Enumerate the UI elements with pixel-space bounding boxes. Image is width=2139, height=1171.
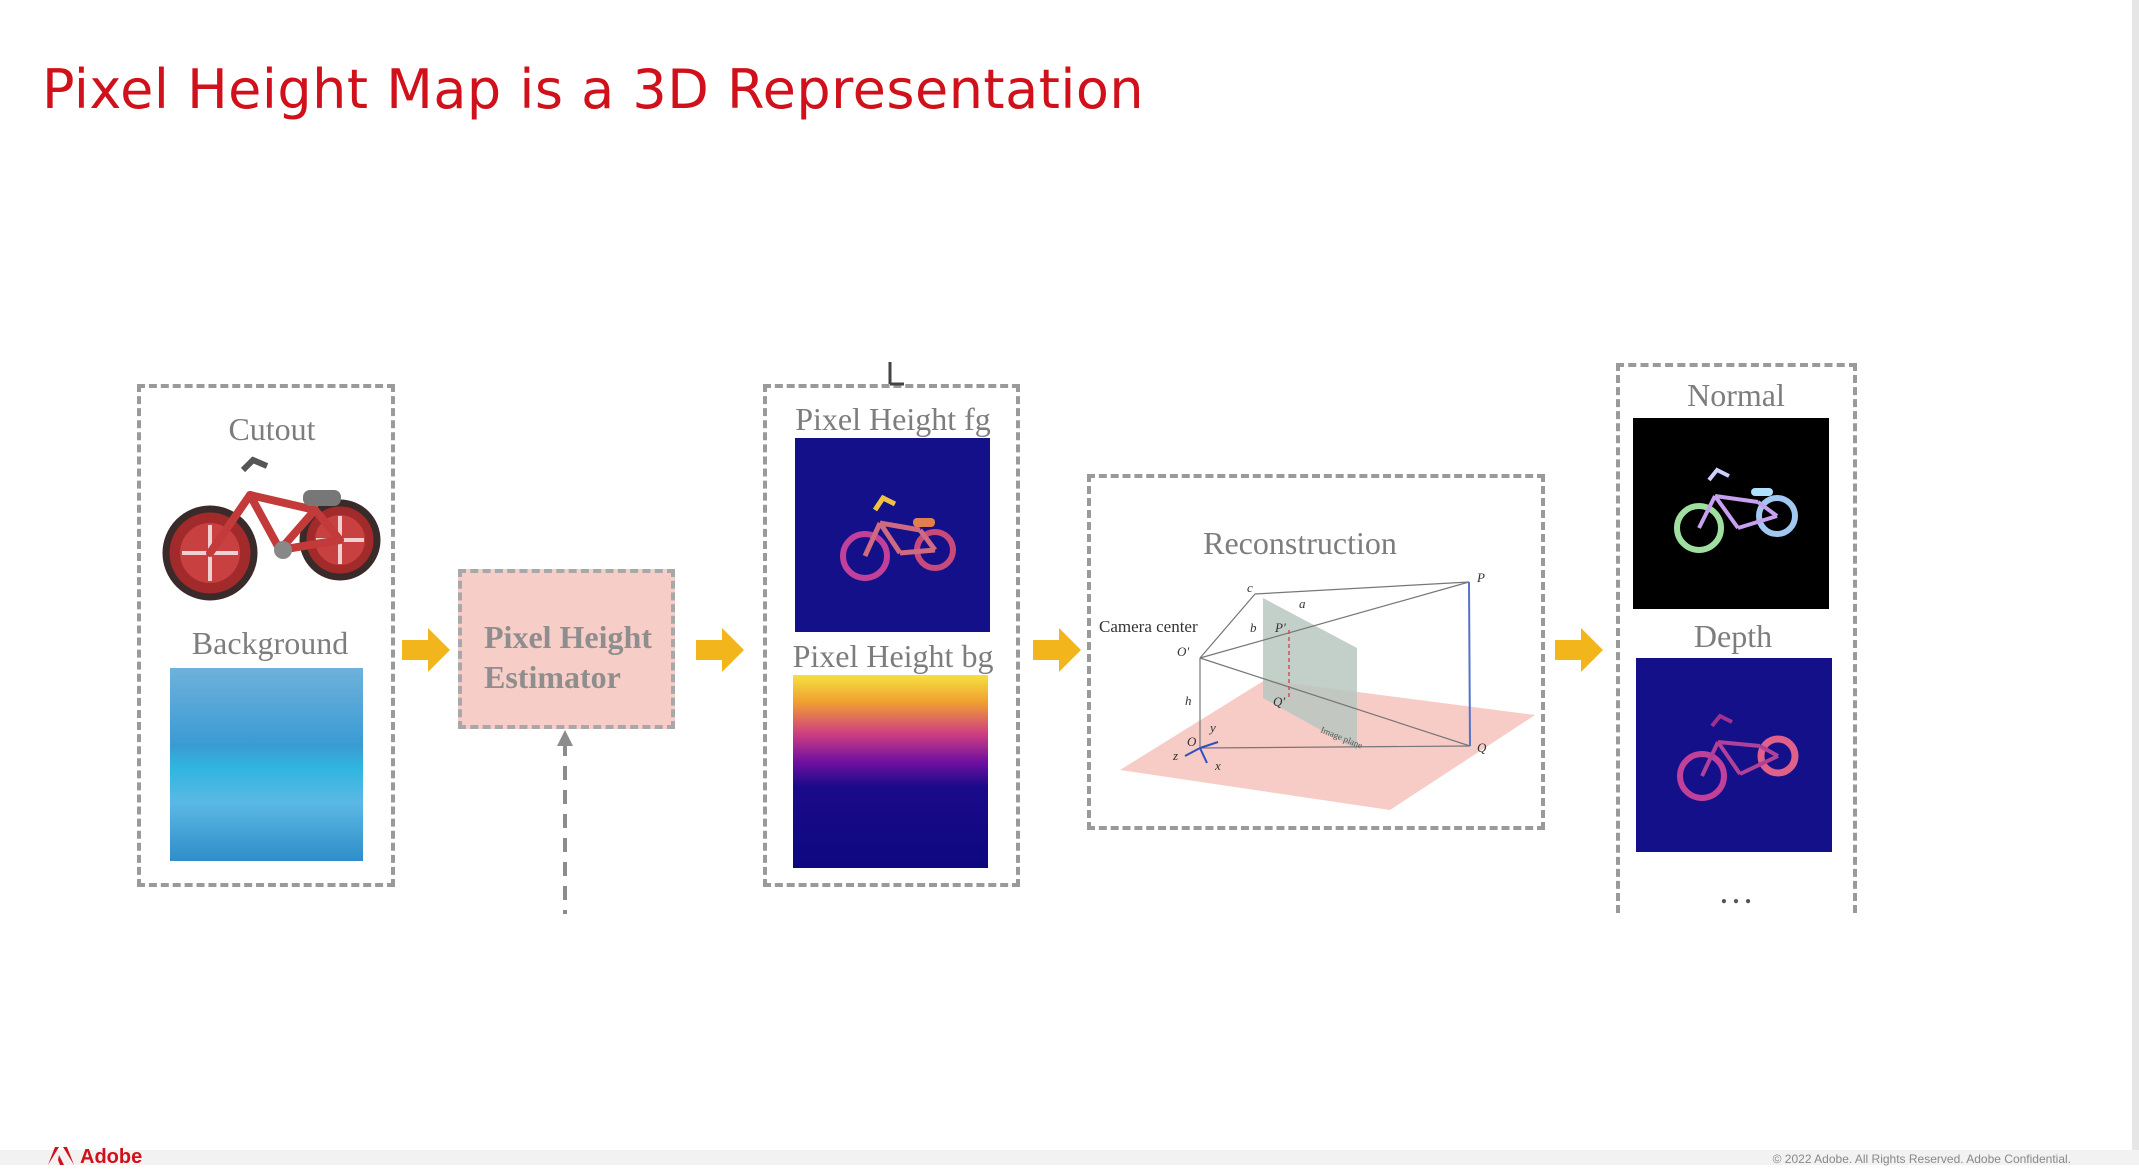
point-p-prime: P′ [1274, 620, 1286, 635]
point-c: c [1247, 580, 1253, 595]
reconstruction-box [1087, 474, 1545, 830]
point-o: O [1187, 734, 1197, 749]
adobe-logo-icon [48, 1147, 74, 1165]
arrow-right-icon [696, 628, 744, 672]
point-q: Q [1477, 740, 1487, 755]
axis-x: x [1214, 758, 1221, 773]
pixel-height-box [763, 384, 1020, 887]
slide-title: Pixel Height Map is a 3D Representation [42, 58, 1145, 121]
axis-y: y [1208, 720, 1216, 735]
estimator-label: Pixel Height Estimator [484, 619, 652, 695]
window-edge [2132, 0, 2139, 1165]
reconstruction-label: Reconstruction [1203, 525, 1397, 561]
cutout-label: Cutout [228, 411, 316, 447]
arrow-right-icon [1555, 628, 1603, 672]
point-h: h [1185, 693, 1192, 708]
point-o-prime: O′ [1177, 644, 1189, 659]
camera-center-label: Camera center [1099, 617, 1198, 636]
estimator-input-arrow [557, 730, 573, 914]
normal-label: Normal [1687, 377, 1785, 413]
adobe-logo: Adobe [48, 1146, 142, 1169]
input-box [137, 384, 395, 887]
point-a: a [1299, 596, 1306, 611]
footer-bar [0, 1150, 2139, 1165]
background-label: Background [191, 625, 349, 661]
pixel-height-bg-label: Pixel Height bg [792, 638, 994, 674]
pixel-height-estimator: Pixel Height Estimator [458, 569, 675, 729]
point-p: P [1476, 570, 1485, 585]
normal-map-image [1633, 418, 1829, 609]
reconstruction-diagram: c a b P′ O′ Q′ h O y z x P Q Image plane… [1099, 570, 1535, 810]
bicycle-cutout-image [162, 456, 381, 601]
axis-z: z [1172, 748, 1178, 763]
outputs-box [1616, 363, 1857, 913]
pixel-height-fg-image [795, 438, 990, 632]
background-image [170, 668, 363, 861]
arrow-right-icon [402, 628, 450, 672]
cursor-text-mark [888, 362, 904, 386]
pixel-height-fg-label: Pixel Height fg [795, 401, 991, 437]
depth-label: Depth [1693, 618, 1773, 654]
point-b: b [1250, 620, 1257, 635]
point-q-prime: Q′ [1273, 694, 1285, 709]
adobe-logo-text: Adobe [80, 1146, 143, 1168]
footer-copyright: © 2022 Adobe. All Rights Reserved. Adobe… [1772, 1152, 2071, 1166]
arrow-right-icon [1033, 628, 1081, 672]
more-outputs-ellipsis: … [1718, 871, 1754, 911]
pixel-height-bg-image [793, 675, 988, 868]
depth-map-image [1636, 658, 1832, 852]
